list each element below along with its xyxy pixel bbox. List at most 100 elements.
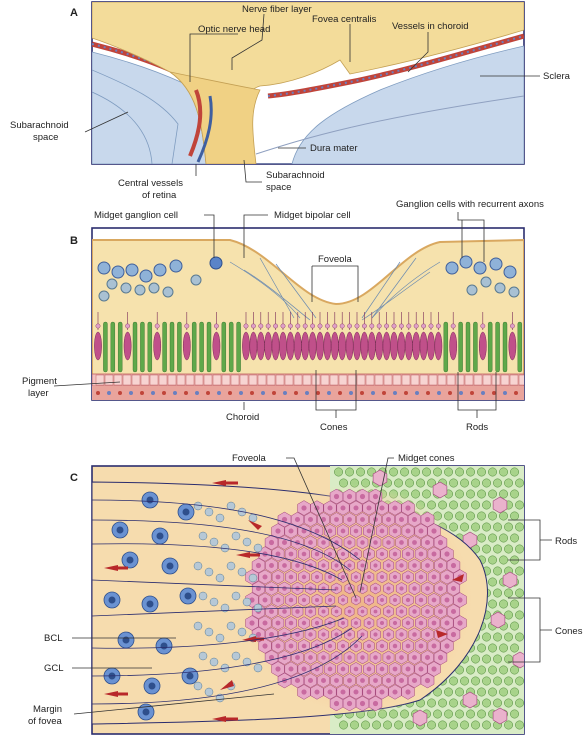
cone-core — [288, 574, 294, 580]
rod-cross-section — [488, 665, 497, 675]
cone-core — [411, 516, 418, 523]
rod-cell — [228, 321, 234, 373]
peripheral-cone — [492, 707, 508, 725]
cone-cell — [330, 331, 339, 361]
cone-core — [328, 598, 332, 602]
label-foveola-b: Foveola — [318, 254, 353, 265]
cone-core — [340, 643, 346, 649]
cone-core — [444, 643, 450, 649]
cone-nucleus — [376, 323, 382, 329]
label-foveola-c: Foveola — [232, 453, 267, 464]
panel-c: C Foveola Midget cones Rods Cones BCL GC… — [28, 453, 583, 735]
rod-cell — [495, 321, 500, 373]
cone-core — [367, 621, 371, 625]
photoreceptor-layer — [94, 312, 522, 373]
cone-core — [405, 689, 411, 695]
choroid-vessel — [305, 391, 309, 395]
cone-core — [373, 632, 378, 637]
cone-cell — [182, 331, 191, 361]
pigment-cell — [113, 374, 123, 386]
choroid-vessel — [261, 391, 265, 395]
rod-cross-section — [499, 511, 508, 521]
rod-cross-section — [477, 511, 486, 521]
cone-core — [282, 563, 287, 568]
ganglion-nucleus — [142, 708, 150, 716]
cone-mosaic — [245, 488, 467, 712]
rod-cross-section — [482, 522, 491, 532]
pigment-cell — [401, 374, 411, 386]
cone-nucleus — [510, 323, 515, 329]
rod-cell — [147, 321, 153, 373]
cone-nucleus — [339, 323, 345, 329]
rod-cross-section — [411, 467, 420, 477]
cone-core — [437, 654, 444, 661]
rod-cross-section — [493, 676, 502, 686]
rod-cross-section — [504, 632, 513, 642]
rod-cross-section — [455, 467, 464, 477]
rod-cross-section — [493, 632, 502, 642]
rod-cross-section — [493, 522, 502, 532]
cone-core — [275, 528, 281, 534]
cone-core — [327, 505, 333, 511]
label-margin-1: Margin — [33, 704, 62, 715]
cone-core — [308, 586, 313, 591]
label-subarachnoid-left-2: space — [33, 132, 58, 143]
rod-cross-section — [493, 566, 502, 576]
cone-core — [301, 597, 307, 603]
bipolar-cell — [253, 663, 263, 673]
cone-core — [399, 586, 404, 591]
rod-cell — [103, 321, 108, 373]
bipolar-cell — [242, 597, 252, 607]
rod-cross-section — [477, 467, 486, 477]
rod-cell — [199, 321, 204, 373]
rod-cross-section — [515, 566, 524, 576]
panel-a: A Nerve fiber layer Optic nerve head Ves… — [10, 1, 571, 201]
cone-nucleus — [435, 323, 441, 329]
cone-core — [431, 528, 437, 534]
rod-cross-section — [416, 478, 425, 488]
peripheral-cone — [412, 709, 428, 727]
rod-cross-section — [460, 500, 469, 510]
panel-c-letter: C — [70, 472, 78, 484]
rod-cross-section — [504, 588, 513, 598]
cone-core — [373, 540, 378, 545]
cone-core — [327, 551, 333, 557]
cone-core — [392, 574, 398, 580]
cone-core — [386, 563, 391, 568]
cone-nucleus — [347, 323, 352, 329]
cone-core — [353, 528, 359, 534]
rod-cross-section — [510, 687, 519, 697]
cone-core — [392, 689, 398, 695]
cone-core — [275, 620, 281, 626]
cone-cell — [360, 331, 369, 361]
pigment-cell — [365, 374, 375, 386]
pigment-cell — [347, 374, 357, 386]
choroid-vessel — [437, 391, 441, 395]
rod-cross-section — [444, 709, 453, 719]
cone-core — [360, 609, 365, 614]
label-ganglion-cells-recurrent: Ganglion cells with recurrent axons — [396, 199, 544, 210]
cone-cell — [412, 331, 421, 361]
choroid-vessel — [404, 391, 408, 395]
cone-core — [333, 700, 340, 707]
cone-core — [275, 574, 281, 580]
peripheral-cone — [502, 571, 518, 589]
rod-cross-section — [438, 720, 447, 730]
bipolar-cell — [242, 657, 252, 667]
cone-nucleus — [361, 323, 367, 329]
cone-core — [379, 574, 385, 580]
rod-cross-section — [477, 709, 486, 719]
pigment-cell — [482, 374, 492, 386]
cone-core — [268, 654, 275, 661]
bipolar-cell — [248, 573, 258, 583]
pigment-cell — [167, 374, 177, 386]
cone-core — [354, 621, 358, 625]
rod-cross-section — [433, 687, 442, 697]
pigment-cell — [437, 374, 447, 386]
rod-cross-section — [361, 720, 370, 730]
choroid-vessel — [195, 391, 199, 395]
cone-cell — [153, 331, 162, 361]
choroid-vessel — [151, 391, 155, 395]
choroid-vessel — [184, 391, 188, 395]
